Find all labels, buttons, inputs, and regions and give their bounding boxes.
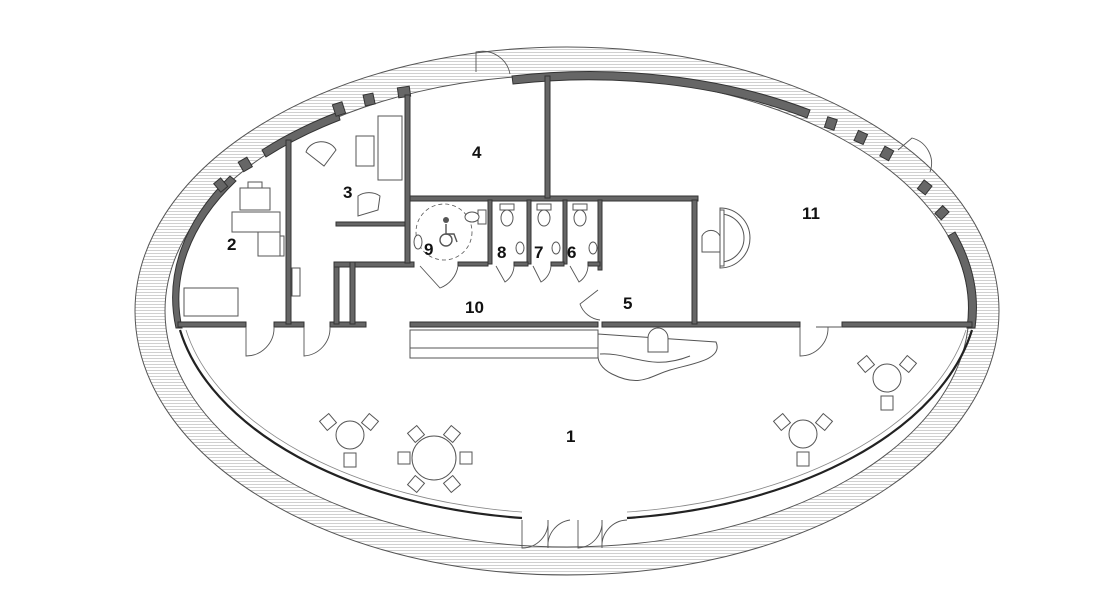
accessible-toilet-icon [439,217,458,247]
office-furniture [183,115,403,317]
reception-desk [701,207,751,269]
room-label-5: 5 [623,294,632,313]
room-label-6: 6 [567,243,576,262]
room-label-4: 4 [472,143,482,162]
turning-circle-icon [415,203,473,261]
lower-glazing [178,329,974,520]
toilet-fixtures [413,203,598,261]
room-label-7: 7 [534,243,543,262]
table-with-chairs-icon [318,354,918,494]
counter [409,327,718,382]
room-label-11: 11 [802,204,820,223]
outer-wall-ring [134,46,1000,576]
upper-wall-segments [172,71,977,329]
room-label-2: 2 [227,235,236,254]
toilet-icon [464,203,588,227]
room-label-9: 9 [424,240,433,259]
room-label-3: 3 [343,183,352,202]
room-label-8: 8 [497,243,506,262]
sink-icon [413,234,598,255]
room-label-1: 1 [566,427,575,446]
room-labels: 1 2 3 4 5 6 7 8 9 10 11 [227,143,820,446]
room-label-10: 10 [465,298,484,317]
interior-walls [177,75,973,328]
doors [245,50,932,549]
